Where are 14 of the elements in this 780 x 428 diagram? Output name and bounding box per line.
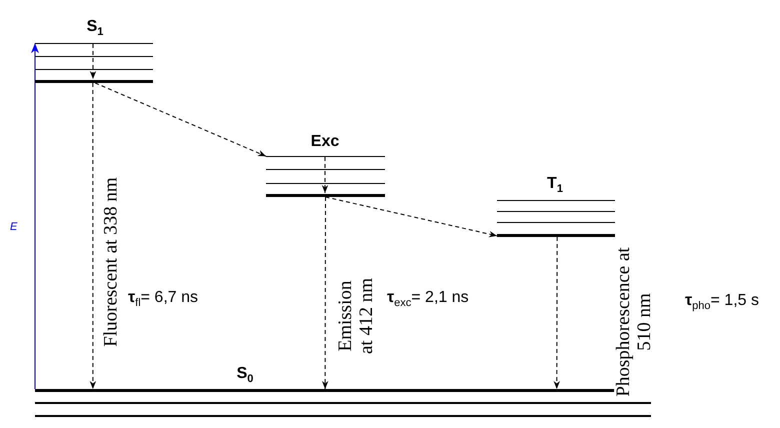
arrow [94,82,266,157]
arrow [322,196,328,390]
arrow [554,236,560,390]
level-label: Exc [310,133,340,151]
level-label: S$_{0}$ [236,364,254,385]
arrow [325,196,498,238]
lifetime-label: τ$_{pho}$= 1,5 s [685,292,759,312]
axis-label: E [10,221,18,233]
lifetime-label: τ$_{exc}$= 2,1 ns [387,289,469,310]
arrow [31,42,39,390]
lifetime-label: τ$_{fl}$= 6,7 ns [128,289,198,310]
level-label: T$_{1}$ [547,174,563,195]
arrow [90,82,96,390]
level-label: S$_{1}$ [86,18,104,38]
